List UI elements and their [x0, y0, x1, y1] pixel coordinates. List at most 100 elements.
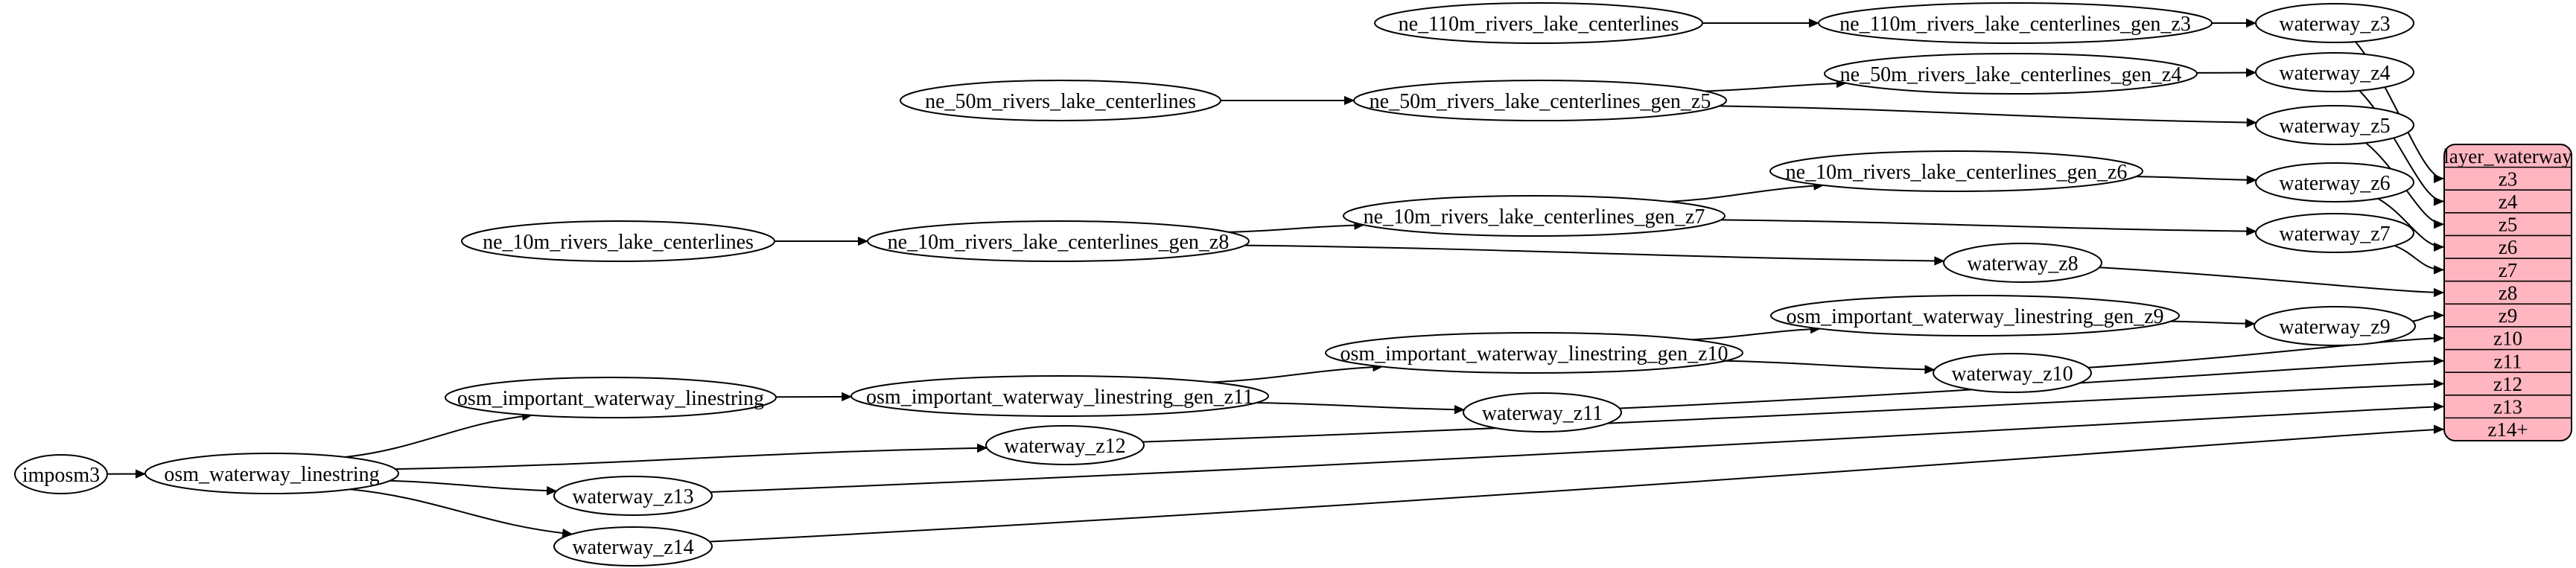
- node-waterway_z4: waterway_z4: [2255, 52, 2414, 92]
- edge-waterway_z10-to-layer_waterway:z10: [2087, 334, 2444, 368]
- node-label-osm_important_waterway_linestring_gen_z9: osm_important_waterway_linestring_gen_z9: [1787, 305, 2164, 328]
- node-osm_important_waterway_linestring: osm_important_waterway_linestring: [445, 377, 777, 418]
- node-label-waterway_z7: waterway_z7: [2279, 223, 2390, 246]
- table-row-z3: z3: [2499, 167, 2517, 190]
- edge-osm_waterway_linestring-to-waterway_z14: [349, 488, 573, 538]
- node-ellipse-waterway_z6: [2255, 162, 2414, 202]
- node-label-waterway_z3: waterway_z3: [2279, 13, 2390, 36]
- node-waterway_z11: waterway_z11: [1463, 392, 1622, 433]
- node-ne_10m_rivers_lake_centerlines: ne_10m_rivers_lake_centerlines: [461, 220, 775, 262]
- node-ellipse-waterway_z3: [2255, 3, 2414, 43]
- table-row-z6: z6: [2499, 236, 2517, 258]
- node-label-waterway_z9: waterway_z9: [2279, 316, 2390, 339]
- node-ellipse-waterway_z13: [553, 476, 713, 516]
- node-label-waterway_z13: waterway_z13: [572, 485, 693, 508]
- node-ellipse-ne_10m_rivers_lake_centerlines_gen_z6: [1769, 150, 2143, 192]
- node-ellipse-ne_10m_rivers_lake_centerlines_gen_z8: [867, 220, 1250, 262]
- node-ellipse-osm_important_waterway_linestring_gen_z10: [1325, 332, 1743, 374]
- node-ne_10m_rivers_lake_centerlines_gen_z6: ne_10m_rivers_lake_centerlines_gen_z6: [1769, 150, 2143, 192]
- node-label-waterway_z5: waterway_z5: [2279, 115, 2390, 138]
- node-label-ne_110m_rivers_lake_centerlines: ne_110m_rivers_lake_centerlines: [1399, 13, 1679, 36]
- node-ellipse-waterway_z11: [1463, 392, 1622, 433]
- table-row-z7: z7: [2499, 259, 2517, 281]
- node-ellipse-osm_important_waterway_linestring_gen_z9: [1770, 295, 2180, 336]
- edge-osm_waterway_linestring-to-osm_important_waterway_linestring: [345, 412, 533, 458]
- edge-ne_10m_rivers_lake_centerlines_gen_z8-to-waterway_z8: [1244, 244, 1945, 266]
- node-label-imposm3: imposm3: [22, 464, 100, 487]
- table-row-z5: z5: [2499, 214, 2517, 236]
- nodes-group: imposm3 osm_waterway_linestring osm_import…: [14, 2, 2416, 567]
- node-osm_waterway_linestring: osm_waterway_linestring: [144, 453, 399, 494]
- table-header-layer-waterway: layer_waterway: [2443, 145, 2572, 167]
- node-label-ne_10m_rivers_lake_centerlines_gen_z7: ne_10m_rivers_lake_centerlines_gen_z7: [1364, 205, 1705, 229]
- node-ne_50m_rivers_lake_centerlines_gen_z4: ne_50m_rivers_lake_centerlines_gen_z4: [1824, 53, 2198, 95]
- table-row-z14+: z14+: [2487, 418, 2528, 441]
- node-label-waterway_z12: waterway_z12: [1004, 435, 1125, 458]
- node-ellipse-ne_10m_rivers_lake_centerlines: [461, 220, 775, 262]
- node-label-waterway_z10: waterway_z10: [1951, 363, 2073, 386]
- node-label-ne_10m_rivers_lake_centerlines_gen_z8: ne_10m_rivers_lake_centerlines_gen_z8: [888, 231, 1230, 254]
- node-label-osm_important_waterway_linestring_gen_z10: osm_important_waterway_linestring_gen_z1…: [1341, 342, 1729, 366]
- node-label-ne_50m_rivers_lake_centerlines: ne_50m_rivers_lake_centerlines: [925, 90, 1196, 113]
- node-ellipse-osm_important_waterway_linestring: [445, 377, 777, 418]
- node-ellipse-waterway_z10: [1933, 353, 2092, 393]
- node-imposm3: imposm3: [14, 454, 108, 494]
- node-ne_110m_rivers_lake_centerlines: ne_110m_rivers_lake_centerlines: [1374, 2, 1703, 44]
- node-label-ne_10m_rivers_lake_centerlines: ne_10m_rivers_lake_centerlines: [483, 231, 754, 254]
- node-label-waterway_z14: waterway_z14: [572, 536, 693, 559]
- node-ne_10m_rivers_lake_centerlines_gen_z8: ne_10m_rivers_lake_centerlines_gen_z8: [867, 220, 1250, 262]
- node-ne_10m_rivers_lake_centerlines_gen_z7: ne_10m_rivers_lake_centerlines_gen_z7: [1343, 195, 1726, 237]
- table-row-z13: z13: [2493, 396, 2522, 418]
- node-label-ne_10m_rivers_lake_centerlines_gen_z6: ne_10m_rivers_lake_centerlines_gen_z6: [1786, 161, 2128, 184]
- table-row-z10: z10: [2493, 328, 2522, 350]
- edge-osm_important_waterway_linestring_gen_z11-to-waterway_z11: [1256, 402, 1465, 415]
- edge-waterway_z9-to-layer_waterway:z9: [2412, 310, 2444, 322]
- node-ne_50m_rivers_lake_centerlines_gen_z5: ne_50m_rivers_lake_centerlines_gen_z5: [1353, 80, 1727, 121]
- node-osm_important_waterway_linestring_gen_z9: osm_important_waterway_linestring_gen_z9: [1770, 295, 2180, 336]
- edge-waterway_z6-to-layer_waterway:z6: [2377, 197, 2444, 252]
- edge-waterway_z12-to-layer_waterway:z12: [1142, 379, 2444, 443]
- node-waterway_z3: waterway_z3: [2255, 3, 2414, 43]
- node-ellipse-ne_10m_rivers_lake_centerlines_gen_z7: [1343, 195, 1726, 237]
- edge-waterway_z8-to-layer_waterway:z8: [2099, 267, 2444, 298]
- node-ne_50m_rivers_lake_centerlines: ne_50m_rivers_lake_centerlines: [900, 80, 1221, 121]
- node-osm_important_waterway_linestring_gen_z11: osm_important_waterway_linestring_gen_z1…: [850, 375, 1269, 417]
- node-ellipse-waterway_z14: [553, 526, 713, 567]
- node-label-waterway_z8: waterway_z8: [1967, 252, 2078, 275]
- edge-ne_50m_rivers_lake_centerlines_gen_z5-to-waterway_z5: [1719, 105, 2257, 127]
- edges-group: [106, 18, 2444, 543]
- node-ellipse-waterway_z12: [985, 425, 1145, 465]
- node-ellipse-osm_waterway_linestring: [144, 453, 399, 494]
- node-waterway_z6: waterway_z6: [2255, 162, 2414, 202]
- edge-waterway_z13-to-layer_waterway:z13: [710, 401, 2444, 493]
- node-label-waterway_z11: waterway_z11: [1482, 402, 1603, 425]
- table-row-z4: z4: [2499, 191, 2518, 213]
- node-label-osm_important_waterway_linestring: osm_important_waterway_linestring: [457, 387, 764, 410]
- node-label-osm_important_waterway_linestring_gen_z11: osm_important_waterway_linestring_gen_z1…: [866, 386, 1253, 409]
- node-label-waterway_z4: waterway_z4: [2279, 62, 2390, 85]
- node-label-ne_50m_rivers_lake_centerlines_gen_z4: ne_50m_rivers_lake_centerlines_gen_z4: [1840, 63, 2182, 86]
- node-waterway_z7: waterway_z7: [2255, 213, 2414, 253]
- node-ellipse-ne_50m_rivers_lake_centerlines_gen_z4: [1824, 53, 2198, 95]
- edge-ne_10m_rivers_lake_centerlines_gen_z8-to-ne_10m_rivers_lake_centerlines_gen_z7: [1228, 220, 1365, 233]
- table-row-z9: z9: [2499, 304, 2517, 327]
- node-waterway_z12: waterway_z12: [985, 425, 1145, 465]
- node-ellipse-waterway_z9: [2254, 306, 2416, 346]
- node-ellipse-waterway_z5: [2255, 105, 2414, 145]
- node-waterway_z14: waterway_z14: [553, 526, 713, 567]
- node-ellipse-waterway_z7: [2255, 213, 2414, 253]
- node-waterway_z13: waterway_z13: [553, 476, 713, 516]
- record-table-group: layer_waterwayz3z4z5z6z7z8z9z10z11z12z13…: [2443, 144, 2572, 441]
- edge-osm_waterway_linestring-to-waterway_z13: [389, 479, 558, 496]
- node-ellipse-osm_important_waterway_linestring_gen_z11: [850, 375, 1269, 417]
- node-ellipse-waterway_z8: [1943, 243, 2102, 283]
- node-waterway_z9: waterway_z9: [2254, 306, 2416, 346]
- edge-ne_10m_rivers_lake_centerlines_gen_z7-to-waterway_z7: [1720, 219, 2257, 236]
- node-label-ne_50m_rivers_lake_centerlines_gen_z5: ne_50m_rivers_lake_centerlines_gen_z5: [1370, 90, 1711, 113]
- edge-osm_important_waterway_linestring_gen_z10-to-waterway_z10: [1725, 360, 1936, 374]
- edge-ne_10m_rivers_lake_centerlines_gen_z7-to-ne_10m_rivers_lake_centerlines_gen_z6: [1668, 181, 1825, 202]
- edge-ne_50m_rivers_lake_centerlines_gen_z5-to-ne_50m_rivers_lake_centerlines_gen_z4: [1705, 78, 1847, 92]
- node-ne_110m_rivers_lake_centerlines_gen_z3: ne_110m_rivers_lake_centerlines_gen_z3: [1818, 2, 2213, 44]
- edge-waterway_z4-to-layer_waterway:z4: [2359, 90, 2444, 206]
- edge-waterway_z5-to-layer_waterway:z5: [2365, 142, 2444, 229]
